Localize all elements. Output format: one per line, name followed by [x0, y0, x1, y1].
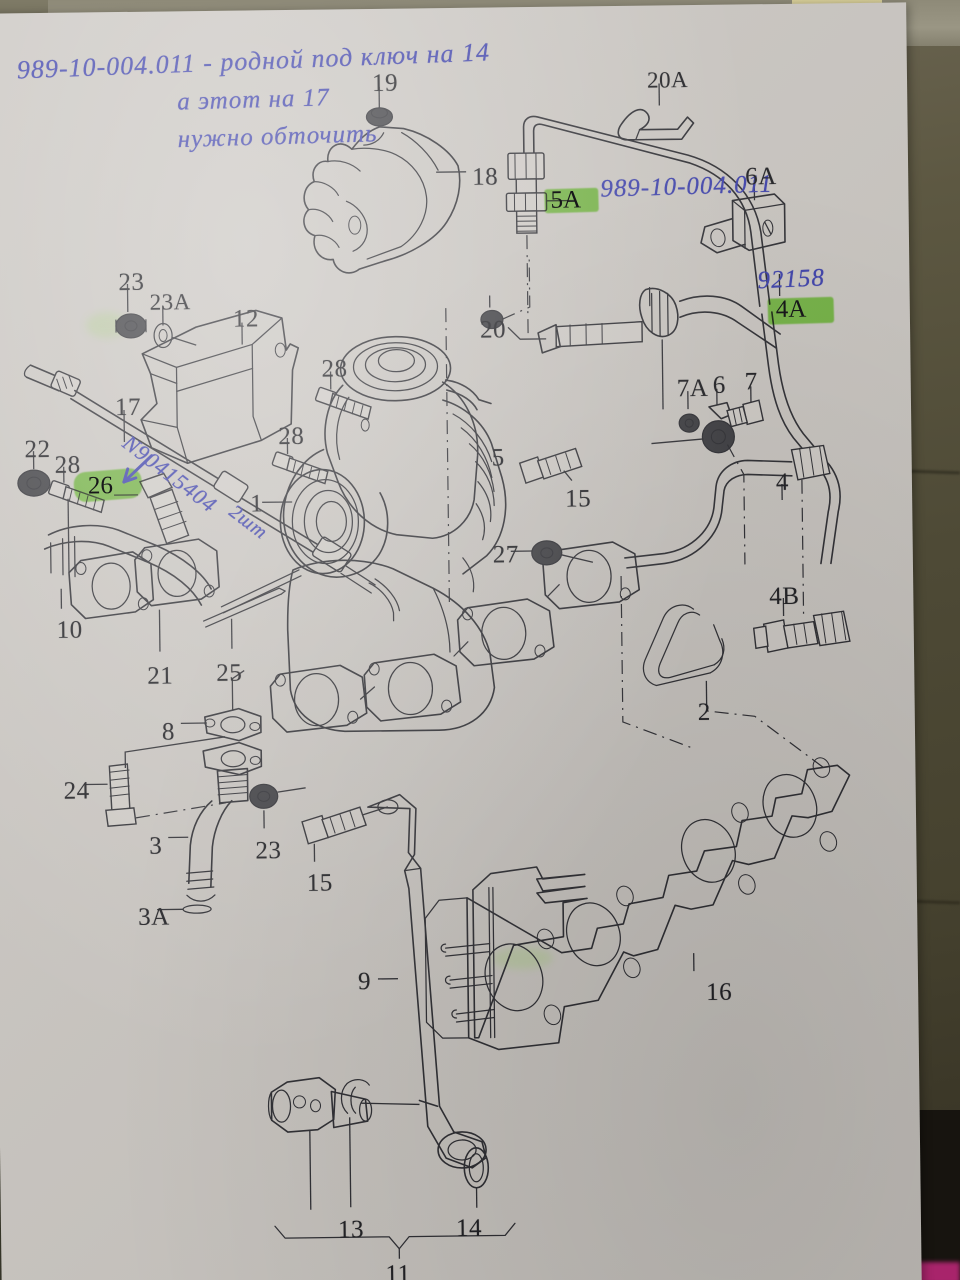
callout-3a-31: 3A	[138, 903, 170, 931]
handwritten-note-line-3: нужно обточить	[177, 120, 378, 154]
callout-4-17: 4	[775, 468, 790, 497]
part-15-bolt-mid	[518, 447, 583, 485]
callout-6a-3: 6A	[745, 163, 777, 191]
turbocharger-exploded-diagram	[17, 83, 851, 1259]
callout-13-34: 13	[337, 1216, 365, 1244]
callout-22-13: 22	[24, 435, 51, 464]
part-6a-bracket	[700, 180, 786, 254]
callout-16-32: 16	[706, 978, 733, 1006]
catalog-paper-sheet: 989-10-004.011 - родной под ключ на 14 а…	[0, 2, 922, 1280]
part-12-bracket	[140, 309, 300, 465]
part-24-bolt	[85, 736, 226, 827]
oil-supply-line-upper	[522, 115, 771, 308]
callout-23-4: 23	[118, 268, 145, 297]
part-7-bolt	[726, 386, 765, 428]
callout-15-19: 15	[564, 485, 592, 513]
callout-1-18: 1	[249, 490, 264, 518]
callout-25-23: 25	[216, 659, 243, 687]
part-21-flange	[134, 538, 220, 652]
part-4b-fitting	[752, 597, 851, 654]
callout-26: 26	[87, 472, 114, 500]
part-8-gasket	[180, 670, 263, 804]
part-28-stud-upper	[314, 371, 372, 420]
part-2-spring-clip	[620, 575, 725, 750]
part-27-nut	[510, 540, 594, 566]
part-3a-oring	[157, 904, 212, 914]
callout-8-26: 8	[161, 718, 176, 746]
part-16-manifold-gasket	[424, 710, 851, 1051]
part-26-bolt	[114, 472, 190, 545]
callout-27-20: 27	[492, 541, 519, 569]
callout-5-16: 5	[491, 444, 505, 472]
part-1-turbocharger	[262, 308, 507, 609]
part-5-gasket	[507, 286, 679, 410]
oil-return-hose	[678, 295, 781, 349]
handwritten-arrow-to-26	[122, 454, 154, 484]
callout-14-35: 14	[455, 1214, 483, 1243]
part-25-pin	[202, 569, 302, 649]
part-18-heat-shield	[303, 126, 467, 274]
callout-10-21: 10	[56, 616, 83, 644]
callout-19-0: 19	[371, 69, 399, 97]
part-19-cap	[365, 86, 394, 127]
part-4a-oil-line	[761, 273, 841, 565]
callout-23-29: 23	[255, 837, 282, 865]
part-23-nut-upper	[115, 283, 147, 339]
part-3-hose	[168, 799, 233, 902]
part-9-support-bracket	[367, 793, 487, 1169]
callout-7a-10: 7A	[676, 374, 709, 403]
callout-15-30: 15	[306, 869, 333, 897]
callout-6-11: 6	[712, 371, 726, 399]
callout-9-33: 9	[357, 968, 372, 996]
callout-5a: 5A	[550, 186, 582, 214]
part-28-stud-mid	[271, 438, 329, 485]
handwritten-note-line-2: а этот на 17	[176, 84, 331, 116]
callout-11-36: 11	[385, 1260, 411, 1280]
part-20-plug	[480, 257, 531, 330]
callout-28-15: 28	[278, 422, 305, 451]
callout-23a-5: 23A	[149, 289, 191, 315]
callout-4a: 4A	[775, 295, 807, 324]
callout-28-8: 28	[321, 355, 348, 383]
handwritten-part-number-4a: 92158	[756, 264, 826, 295]
exhaust-manifold	[269, 541, 641, 733]
callout-3-28: 3	[149, 832, 163, 860]
part-10-manifold-left	[43, 524, 212, 620]
callout-17-9: 17	[114, 393, 142, 422]
callout-18-1: 18	[472, 163, 499, 191]
callout-28-14: 28	[54, 451, 81, 479]
callout-12-6: 12	[232, 305, 260, 333]
callout-20a-2: 20A	[646, 67, 689, 93]
part-22-washer	[17, 451, 51, 497]
callout-4b-24: 4B	[769, 582, 800, 611]
callout-7-12: 7	[744, 368, 758, 396]
part-11-assembly	[267, 1076, 516, 1259]
callout-21-22: 21	[147, 662, 174, 690]
part-23-nut-lower	[249, 783, 306, 829]
callout-20-7: 20	[479, 316, 507, 344]
part-4-oil-line-lower	[624, 444, 831, 614]
part-7a-nut	[678, 391, 700, 433]
part-5a-banjo-bolt	[505, 152, 577, 338]
part-23a-washer	[153, 305, 197, 349]
callout-24-27: 24	[63, 777, 90, 805]
part-15-bolt-lower	[301, 806, 389, 862]
callout-2-25: 2	[697, 698, 711, 727]
part-20a-clip	[617, 83, 695, 141]
